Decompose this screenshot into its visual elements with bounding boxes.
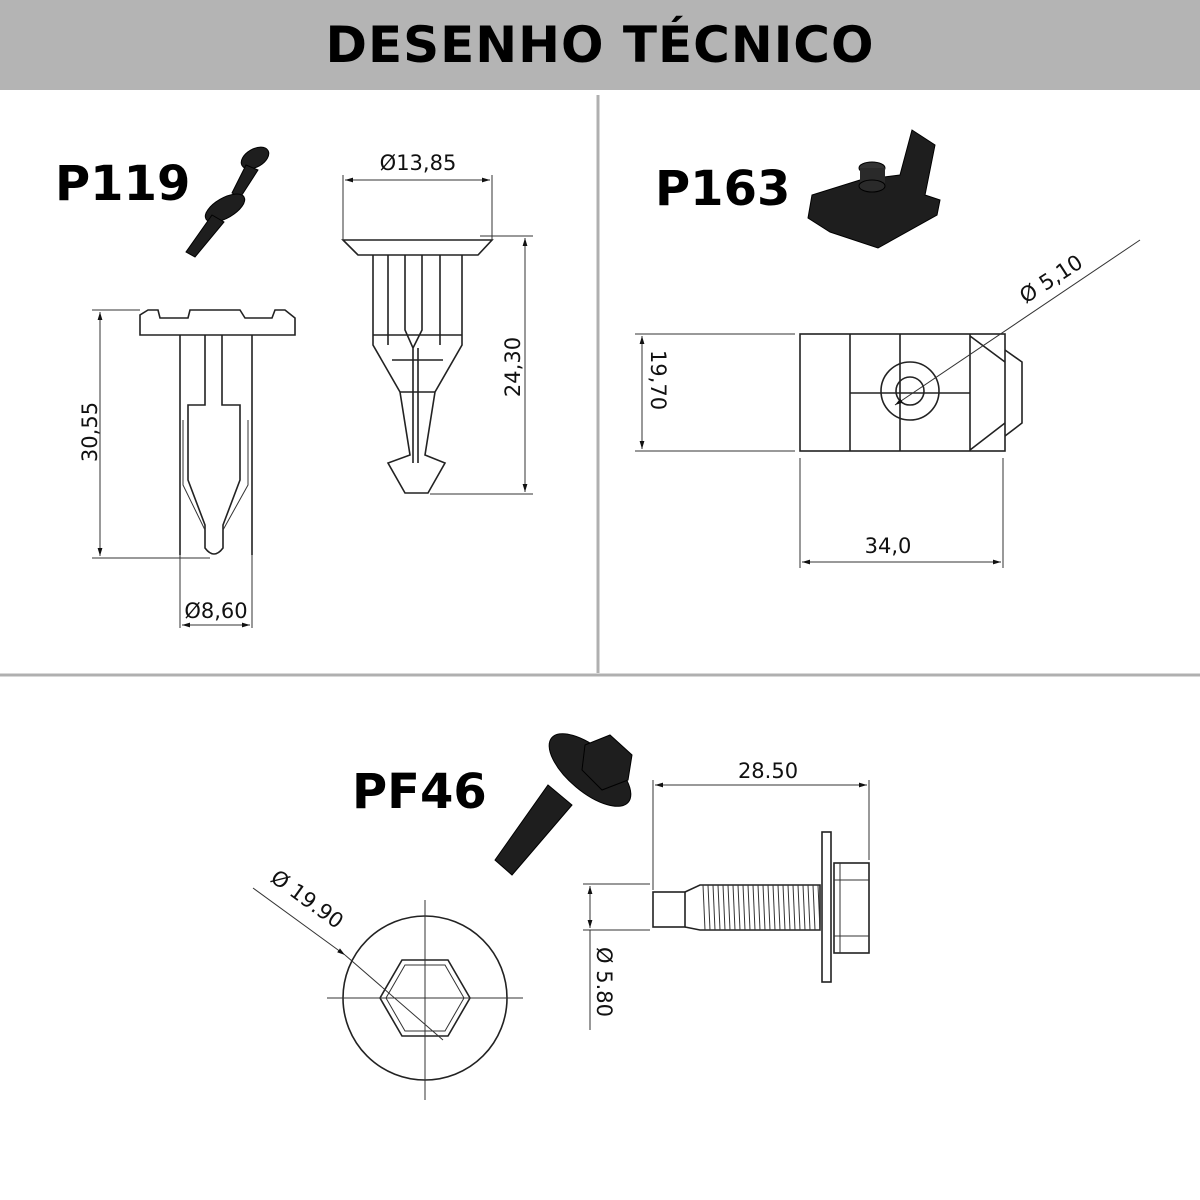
dim-width: 19,70	[646, 350, 670, 410]
thread-line	[747, 884, 751, 931]
p119-side-view: 30,55 Ø8,60	[78, 309, 296, 628]
dim-shank-diameter: Ø8,60	[184, 599, 247, 623]
p163-top-view: Ø 5,10 19,70 34,0	[635, 239, 1141, 568]
thread-line	[767, 884, 771, 931]
pf46-3d-icon	[494, 733, 633, 876]
dim-head-diameter: Ø13,85	[380, 151, 457, 175]
thread-line	[797, 884, 801, 931]
thread-line	[802, 884, 806, 931]
thread-line	[752, 884, 756, 931]
thread-line	[757, 884, 761, 931]
thread-line	[727, 884, 731, 931]
part-pf46: PF46 Ø 19.90 28.50	[252, 733, 870, 1100]
part-label: PF46	[352, 764, 487, 820]
thread-line	[807, 884, 811, 931]
part-label: P163	[655, 161, 790, 217]
header-bar: DESENHO TÉCNICO	[0, 0, 1200, 90]
p163-3d-icon	[807, 129, 941, 249]
thread-line	[762, 884, 766, 931]
pf46-end-view: Ø 19.90	[252, 865, 523, 1100]
thread-line	[737, 884, 741, 931]
thread-line	[812, 884, 816, 931]
dim-length-a: 30,55	[78, 402, 102, 462]
thread-line	[722, 884, 726, 931]
pf46-side-view: 28.50 Ø 5.80	[583, 759, 870, 1030]
p119-front-view: Ø13,85 24,30	[341, 151, 533, 495]
thread-line	[792, 884, 796, 931]
thread-line	[817, 884, 821, 931]
dim-washer-diameter: Ø 19.90	[266, 865, 348, 933]
dim-length-b: 24,30	[501, 337, 525, 397]
part-label: P119	[55, 156, 190, 212]
thread-line	[772, 884, 776, 931]
thread-line	[707, 884, 711, 931]
thread-line	[732, 884, 736, 931]
thread-line	[777, 884, 781, 931]
dim-thread-diameter: Ø 5.80	[592, 947, 616, 1017]
page-title: DESENHO TÉCNICO	[325, 16, 875, 74]
p119-3d-icon	[185, 146, 270, 258]
thread-line	[717, 884, 721, 931]
thread-line	[787, 884, 791, 931]
part-p163: P163 Ø 5,10 19,70 34,0	[635, 129, 1141, 568]
dim-length: 34,0	[865, 534, 912, 558]
dim-bolt-length: 28.50	[738, 759, 798, 783]
thread-line	[782, 884, 786, 931]
thread-line	[712, 884, 716, 931]
part-p119: P119 30,55 Ø8,60	[55, 146, 533, 628]
thread-line	[742, 884, 746, 931]
thread-line	[702, 884, 706, 931]
